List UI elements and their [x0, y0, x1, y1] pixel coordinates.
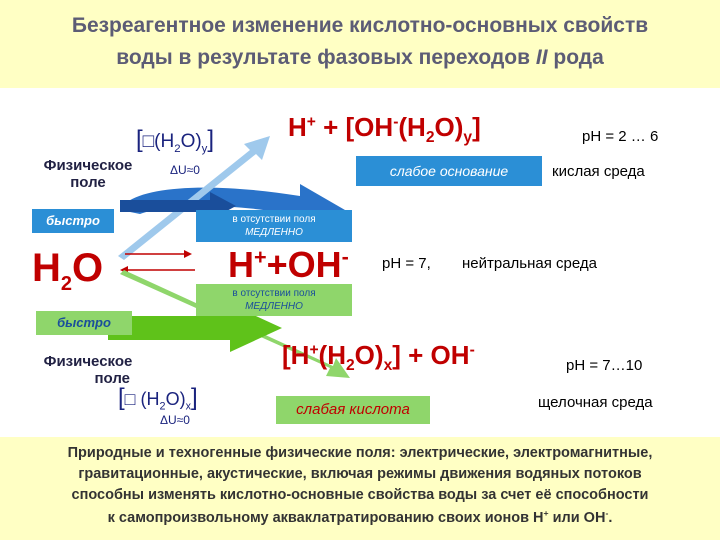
field-label-bottom: Физическое поле: [38, 353, 138, 387]
water-formula: H2O: [32, 246, 103, 296]
eq-top-h: H: [288, 112, 307, 142]
footer-or-oh: или ОН: [548, 509, 606, 526]
top-cluster-h: (H: [154, 131, 175, 152]
bottom-cluster-subx: x: [185, 400, 191, 413]
weak-base-box: слабое основание: [356, 156, 542, 186]
footer-line-1: Природные и техногенные физические поля:…: [67, 445, 653, 461]
bottom-cluster-o: O): [165, 389, 186, 409]
eq-bottom-h2o: (H: [318, 340, 346, 370]
ions-oh: +OH: [266, 244, 342, 285]
fast-label-top: быстро: [32, 209, 114, 233]
alkaline-environment: щелочная среда: [538, 394, 653, 411]
top-clathrate: [□(H2O)y]: [136, 126, 214, 155]
footer-hplus: +: [543, 508, 549, 518]
slow-top-line2: МЕДЛЕННО: [245, 227, 303, 238]
title-roman-numeral: II: [535, 46, 548, 69]
eq-bottom-close-bracket: ]: [392, 340, 401, 370]
water-o: O: [72, 246, 104, 290]
ions-h: H: [228, 244, 254, 285]
slow-box-bottom: в отсутствии поля МЕДЛЕННО: [196, 284, 352, 316]
weak-acid-box: слабая кислота: [276, 396, 430, 424]
eq-top-hplus: +: [306, 113, 316, 131]
footer-line-4: к самопроизвольному акваклатратированию …: [0, 508, 720, 526]
top-cluster-close-bracket: ]: [207, 126, 215, 153]
title-line-1: Безреагентное изменение кислотно-основны…: [71, 14, 649, 37]
slow-bottom-line2: МЕДЛЕННО: [245, 301, 303, 312]
footer-line-2: гравитационные, акустические, включая ре…: [78, 466, 642, 482]
eq-bottom-ox: O): [354, 340, 384, 370]
ph-neutral: pH = 7,: [382, 255, 431, 272]
bottom-cluster-open-bracket: [: [118, 384, 125, 411]
ph-acid: pH = 2 … 6: [582, 128, 659, 145]
bottom-cluster-sub2: 2: [159, 400, 166, 413]
red-arrow-right-head: [184, 250, 192, 258]
bottom-cluster-ion-box: □: [124, 389, 136, 409]
ph-alkaline: pH = 7…10: [566, 357, 643, 374]
top-cluster-open-bracket: [: [136, 126, 143, 153]
diagram-arrows: [108, 136, 350, 378]
slow-bottom-line1: в отсутствии поля: [232, 288, 316, 299]
title-line-2-text: воды в результате фазовых переходов: [116, 46, 536, 69]
equation-bottom: [H+(H2O)x] + OH-: [282, 340, 475, 375]
green-block-arrow: [108, 304, 282, 352]
light-blue-diagonal-arrow: [118, 136, 270, 260]
bottom-cluster-h: (H: [135, 389, 160, 409]
slow-box-top: в отсутствии поля МЕДЛЕННО: [196, 210, 352, 242]
title-line-2: воды в результате фазовых переходов II р…: [0, 46, 720, 70]
eq-top-suby: y: [463, 129, 473, 147]
field-label-bottom-line2: поле: [94, 370, 130, 387]
footer-line-4-text: к самопроизвольному акваклатратированию …: [107, 509, 544, 526]
top-cluster-suby: y: [201, 142, 208, 155]
water-sub: 2: [60, 273, 73, 295]
acid-environment: кислая среда: [552, 163, 645, 180]
eq-top-sub2: 2: [425, 129, 435, 147]
ions-ohminus: -: [341, 244, 349, 269]
eq-bottom-sub2: 2: [345, 357, 355, 375]
bottom-clathrate: [□ (H2O)x]: [118, 384, 198, 413]
footer-note: Природные и техногенные физические поля:…: [0, 437, 720, 540]
water-h: H: [32, 246, 61, 290]
footer-period: .: [608, 509, 613, 526]
eq-top-plus-bracket: + [OH: [315, 112, 394, 142]
title-line-2-end: рода: [547, 46, 604, 69]
eq-bottom-ohminus: -: [469, 341, 475, 359]
dark-blue-band-arrow: [120, 192, 236, 220]
eq-bottom-subx: x: [383, 357, 393, 375]
footer-line-3: способны изменять кислотно-основные свой…: [71, 487, 649, 503]
eq-top-oy: O): [434, 112, 464, 142]
top-cluster-o: O): [180, 131, 202, 152]
field-label-top-line2: поле: [70, 174, 106, 191]
field-label-bottom-line1: Физическое: [43, 353, 133, 370]
field-label-top: Физическое поле: [38, 157, 138, 191]
eq-bottom-plus-oh: + OH: [400, 340, 470, 370]
eq-bottom-hplus: +: [309, 341, 319, 359]
field-label-top-line1: Физическое: [43, 157, 133, 174]
eq-top-close-bracket: ]: [472, 112, 481, 142]
equation-top: H+ + [OH-(H2O)y]: [288, 112, 481, 147]
eq-bottom-h: [H: [282, 340, 310, 370]
top-cluster-ion-box: □: [142, 131, 155, 152]
neutral-environment: нейтральная среда: [462, 255, 597, 272]
bottom-delta-u: ΔU≈0: [160, 413, 190, 427]
top-cluster-sub2: 2: [174, 142, 181, 155]
title-banner: Безреагентное изменение кислотно-основны…: [0, 0, 720, 88]
bottom-cluster-close-bracket: ]: [190, 384, 198, 411]
eq-top-h2o: (H: [398, 112, 426, 142]
ions-hplus: +: [254, 244, 267, 269]
ions-formula: H++OH-: [228, 244, 349, 286]
top-delta-u: ΔU≈0: [170, 163, 200, 177]
fast-label-bottom: быстро: [36, 311, 132, 335]
footer-ohminus: -: [605, 508, 609, 518]
slow-top-line1: в отсутствии поля: [232, 214, 316, 225]
eq-top-ohminus: -: [393, 113, 399, 131]
